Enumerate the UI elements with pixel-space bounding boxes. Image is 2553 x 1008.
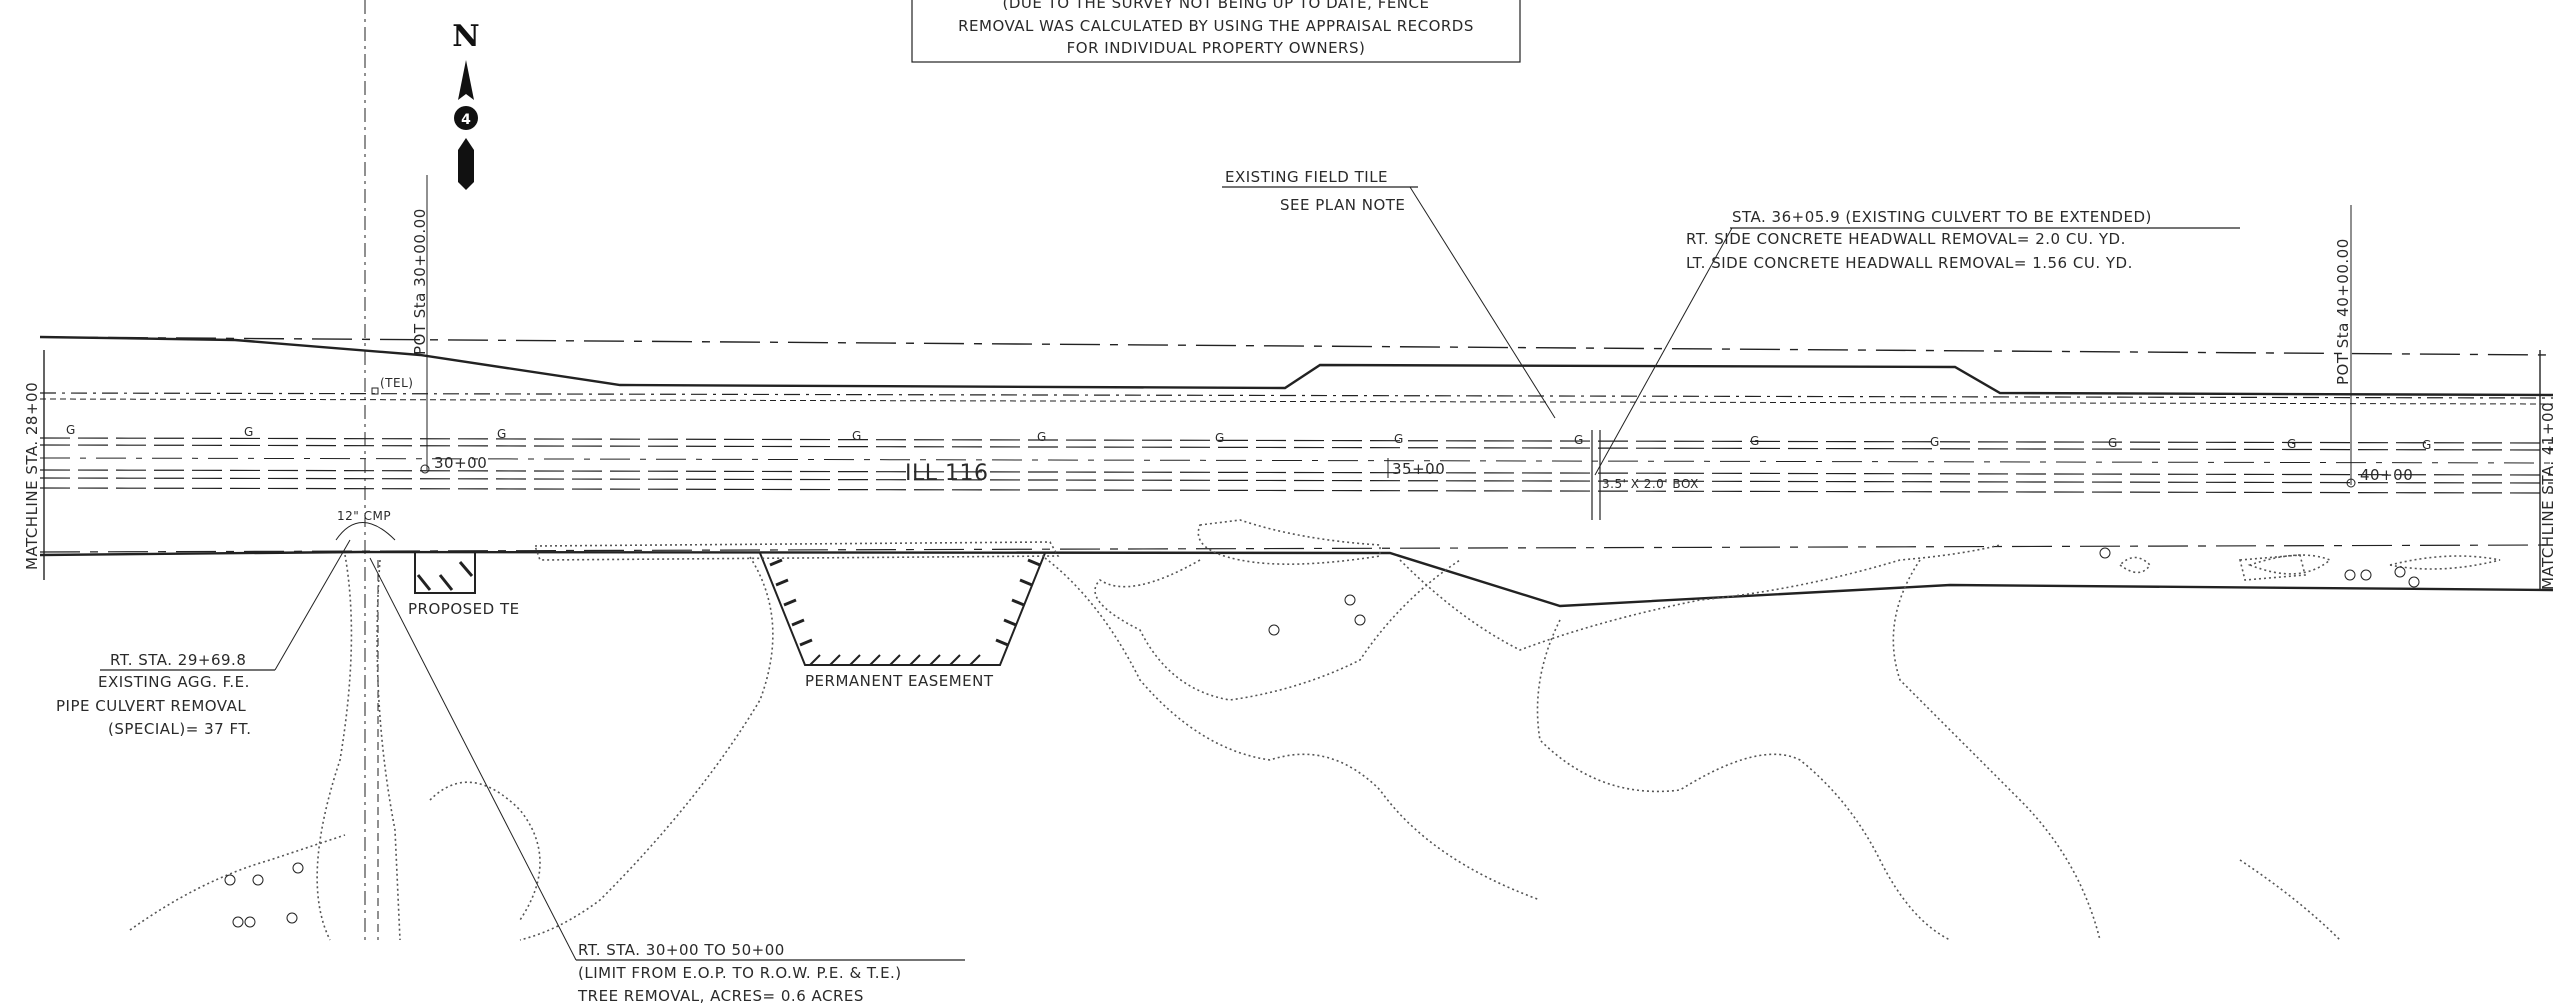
box-culvert-label: 3.5' X 2.0' BOX bbox=[1602, 477, 1699, 491]
cmp-pipe: 12" CMP bbox=[335, 509, 396, 541]
gas-marker: G bbox=[2108, 436, 2118, 450]
station-40-label: 40+00 bbox=[2360, 466, 2413, 484]
tree-note-line-1: RT. STA. 30+00 TO 50+00 bbox=[578, 941, 785, 959]
pot-30-label: POT Sta 30+00.00 bbox=[411, 208, 429, 355]
pot-30-marker: POT Sta 30+00.00 bbox=[411, 175, 429, 470]
proposed-te-label: PROPOSED TE bbox=[408, 600, 520, 618]
gas-marker: G bbox=[1750, 434, 1760, 448]
matchline-left: MATCHLINE STA. 28+00 bbox=[23, 350, 45, 580]
pipe-note-line-1: RT. STA. 29+69.8 bbox=[110, 651, 246, 669]
road-name-label: ILL 116 bbox=[905, 461, 989, 486]
pipe-culvert-note: RT. STA. 29+69.8 EXISTING AGG. F.E. PIPE… bbox=[56, 539, 351, 738]
gas-marker: G bbox=[66, 423, 76, 437]
gas-marker: G bbox=[1930, 435, 1940, 449]
cmp-label: 12" CMP bbox=[337, 509, 391, 523]
north-badge: 4 bbox=[461, 112, 471, 128]
gas-marker: G bbox=[1394, 432, 1404, 446]
station-35-label: 35+00 bbox=[1392, 460, 1445, 478]
station-30-label: 30+00 bbox=[434, 454, 487, 472]
north-arrow-icon: N 4 bbox=[452, 19, 480, 190]
gas-line-markers: G G G G G G G G G G G G G bbox=[66, 423, 2432, 452]
field-tile-line-1: EXISTING FIELD TILE bbox=[1225, 168, 1388, 186]
matchline-left-label: MATCHLINE STA. 28+00 bbox=[23, 382, 41, 570]
matchline-right: MATCHLINE STA. 41+00 bbox=[2539, 350, 2553, 590]
north-letter: N bbox=[452, 19, 479, 54]
gas-marker: G bbox=[2422, 438, 2432, 452]
culvert-extension-note: STA. 36+05.9 (EXISTING CULVERT TO BE EXT… bbox=[1594, 208, 2240, 476]
station-labels: 30+00 35+00 40+00 bbox=[420, 454, 2413, 488]
tree-lines bbox=[129, 519, 2501, 941]
pipe-note-line-2: EXISTING AGG. F.E. bbox=[98, 673, 250, 691]
permanent-easement-label: PERMANENT EASEMENT bbox=[805, 672, 994, 690]
culvert-box: 3.5' X 2.0' BOX bbox=[1591, 430, 1699, 520]
fence-note-line-1: (DUE TO THE SURVEY NOT BEING UP TO DATE,… bbox=[1003, 0, 1430, 12]
tree-note-line-2: (LIMIT FROM E.O.P. TO R.O.W. P.E. & T.E.… bbox=[578, 964, 902, 982]
gas-marker: G bbox=[1215, 431, 1225, 445]
tel-label: (TEL) bbox=[380, 376, 413, 390]
gas-marker: G bbox=[2287, 437, 2297, 451]
field-tile-callout: EXISTING FIELD TILE SEE PLAN NOTE bbox=[1222, 168, 1556, 419]
fence-note-line-3: FOR INDIVIDUAL PROPERTY OWNERS) bbox=[1067, 39, 1366, 57]
gas-marker: G bbox=[244, 425, 254, 439]
matchline-right-label: MATCHLINE STA. 41+00 bbox=[2539, 402, 2553, 590]
pot-40-label: POT Sta 40+00.00 bbox=[2334, 238, 2352, 385]
gas-marker: G bbox=[852, 429, 862, 443]
field-tile-line-2: SEE PLAN NOTE bbox=[1280, 196, 1405, 214]
culvert-note-line-3: LT. SIDE CONCRETE HEADWALL REMOVAL= 1.56… bbox=[1686, 254, 2133, 272]
tree-note-line-3: TREE REMOVAL, ACRES= 0.6 ACRES bbox=[577, 987, 864, 1005]
gas-marker: G bbox=[497, 427, 507, 441]
culvert-note-line-1: STA. 36+05.9 (EXISTING CULVERT TO BE EXT… bbox=[1732, 208, 2152, 226]
pipe-note-line-3: PIPE CULVERT REMOVAL bbox=[56, 697, 246, 715]
tree-symbols bbox=[224, 547, 2420, 928]
pipe-note-line-4: (SPECIAL)= 37 FT. bbox=[108, 720, 251, 738]
tree-removal-note: RT. STA. 30+00 TO 50+00 (LIMIT FROM E.O.… bbox=[369, 557, 965, 1005]
fence-note-line-2: REMOVAL WAS CALCULATED BY USING THE APPR… bbox=[958, 17, 1474, 35]
gas-marker: G bbox=[1574, 433, 1584, 447]
pot-40-marker: POT Sta 40+00.00 bbox=[2334, 205, 2352, 485]
culvert-note-line-2: RT. SIDE CONCRETE HEADWALL REMOVAL= 2.0 … bbox=[1686, 230, 2126, 248]
fence-removal-note: (DUE TO THE SURVEY NOT BEING UP TO DATE,… bbox=[911, 0, 1521, 63]
proposed-te: PROPOSED TE bbox=[408, 553, 520, 618]
permanent-easement: PERMANENT EASEMENT bbox=[759, 552, 1046, 690]
gas-marker: G bbox=[1037, 430, 1047, 444]
